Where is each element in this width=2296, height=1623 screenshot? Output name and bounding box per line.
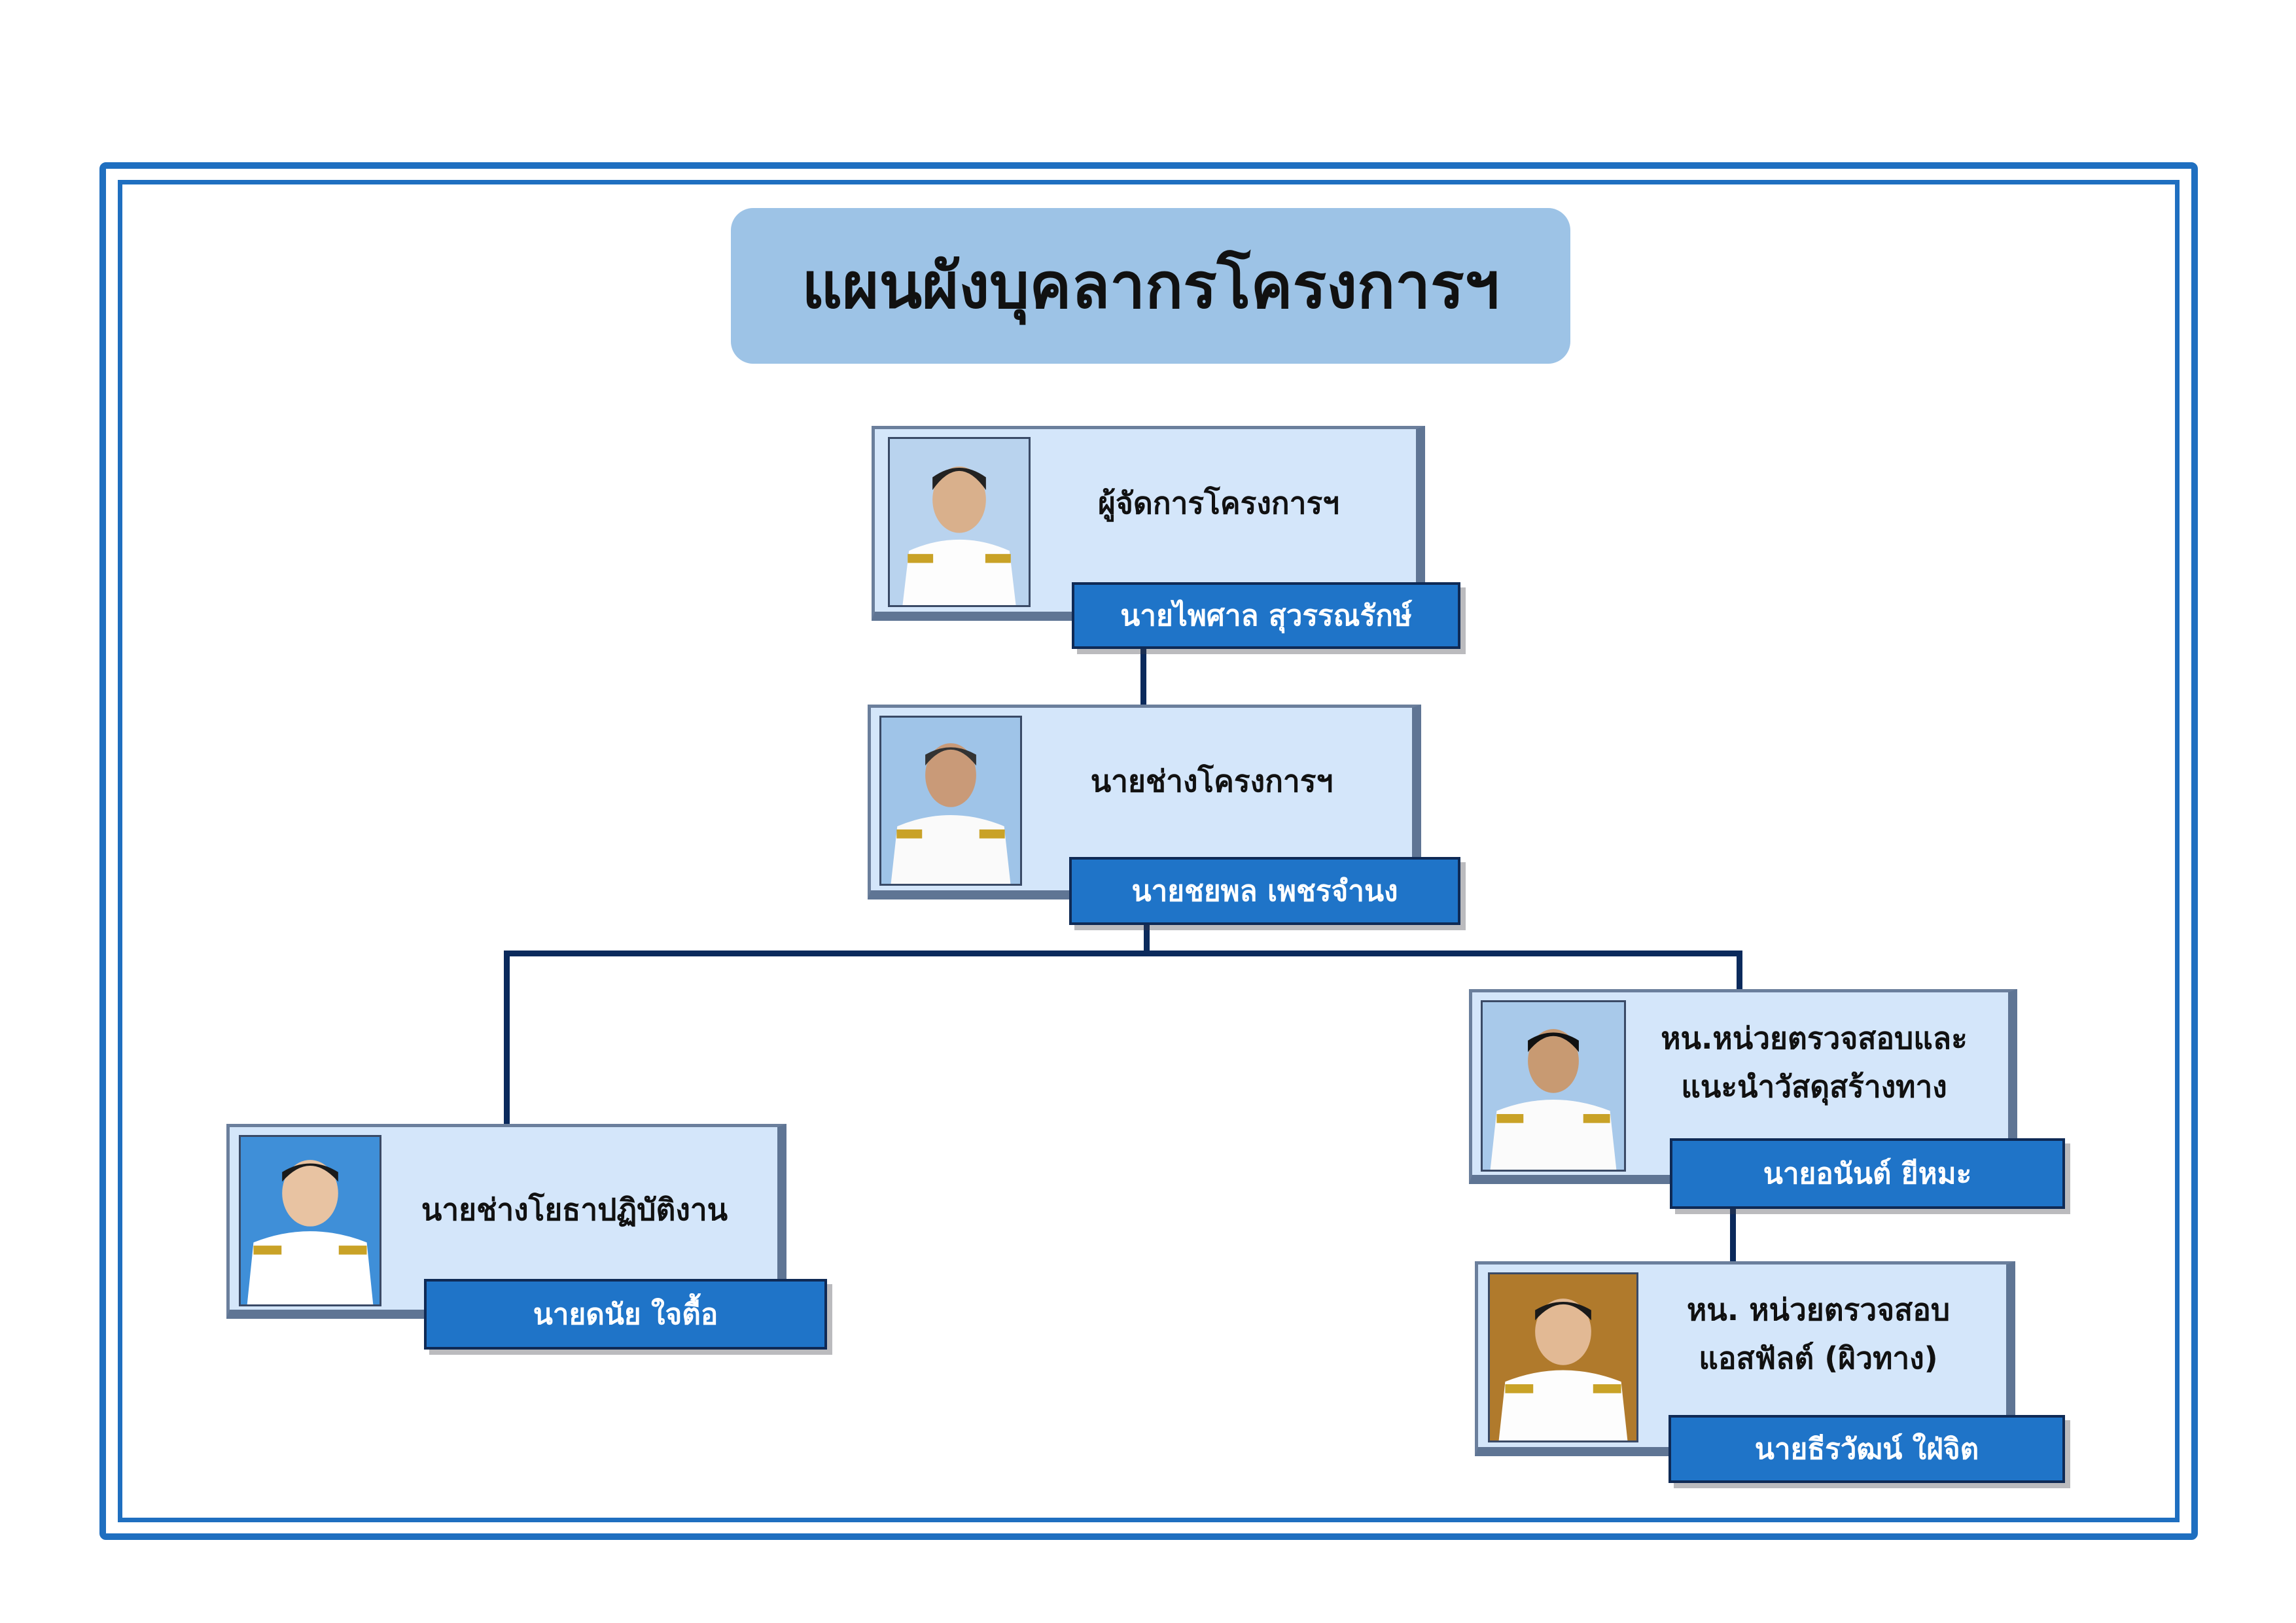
person-portrait-icon <box>1488 1272 1638 1442</box>
outer-frame <box>99 162 2198 1540</box>
person-portrait-icon <box>888 437 1031 607</box>
page-title: แผนผังบุคลากรโครงการฯ <box>802 249 1500 323</box>
role-title-works-technician: นายช่างโยธาปฏิบัติงาน <box>381 1164 768 1256</box>
connector-right-branch <box>1737 951 1742 997</box>
connector-left-branch <box>504 951 510 1128</box>
name-label-materials-head: นายอนันต์ ยีหมะ <box>1670 1138 2065 1209</box>
title-banner: แผนผังบุคลากรโครงการฯ <box>731 208 1570 364</box>
role-line: แนะนำวัสดุสร้างทาง <box>1681 1069 1947 1104</box>
role-line: หน.หน่วยตรวจสอบและ <box>1661 1021 1968 1056</box>
name-label-works-technician: นายดนัย ใจตื้อ <box>424 1279 827 1350</box>
connector-manager-engineer <box>1140 648 1146 707</box>
role-title-engineer: นายช่างโครงการฯ <box>1022 736 1402 828</box>
role-line: นายช่างโยธาปฏิบัติงาน <box>421 1192 728 1228</box>
role-line: แอสฟัลต์ (ผิวทาง) <box>1699 1340 1938 1376</box>
connector-materials-asphalt <box>1730 1205 1736 1264</box>
connector-horizontal-bar <box>504 951 1742 956</box>
person-portrait-icon <box>879 716 1022 886</box>
name-label-asphalt-head: นายธีรวัฒน์ ใฝ่จิต <box>1669 1415 2065 1483</box>
role-line: ผู้จัดการโครงการฯ <box>1097 485 1340 521</box>
connector-engineer-down <box>1144 922 1150 956</box>
role-title-asphalt-head: หน. หน่วยตรวจสอบ แอสฟัลต์ (ผิวทาง) <box>1638 1282 1998 1387</box>
role-title-manager: ผู้จัดการโครงการฯ <box>1031 458 1407 550</box>
role-title-materials-head: หน.หน่วยตรวจสอบและ แนะนำวัสดุสร้างทาง <box>1626 1011 2002 1115</box>
role-line: นายช่างโครงการฯ <box>1090 763 1333 799</box>
inner-frame <box>118 180 2180 1522</box>
person-portrait-icon <box>1481 1000 1626 1172</box>
name-label-manager: นายไพศาล สุวรรณรักษ์ <box>1072 582 1460 649</box>
person-portrait-icon <box>239 1135 381 1306</box>
name-label-engineer: นายชยพล เพชรจำนง <box>1069 857 1460 925</box>
role-line: หน. หน่วยตรวจสอบ <box>1686 1292 1951 1328</box>
